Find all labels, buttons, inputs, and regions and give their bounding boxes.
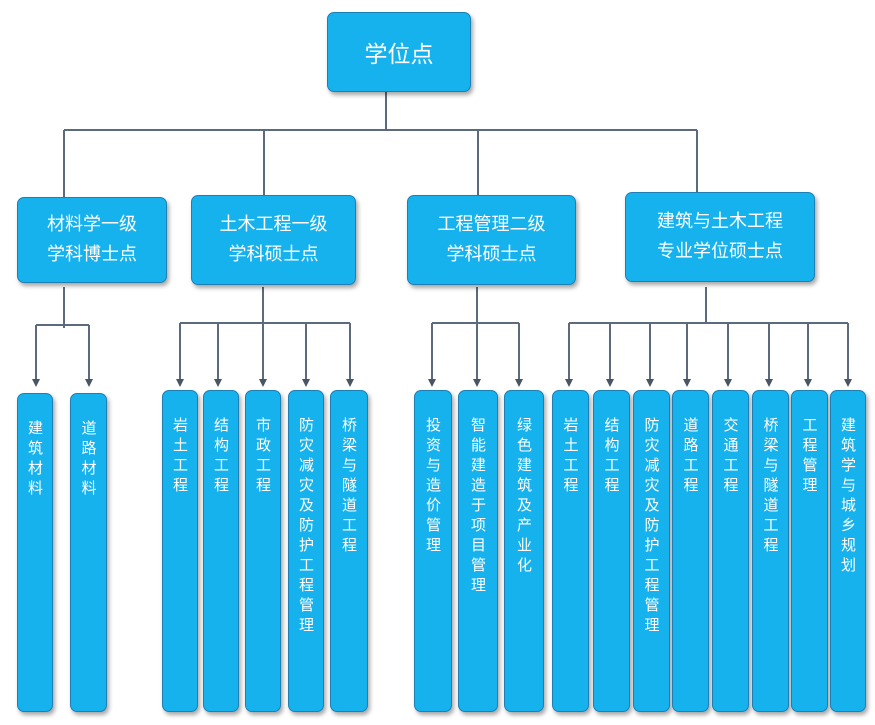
leaf-node: 投资与造价管理 bbox=[414, 390, 452, 712]
leaf-label: 防灾减灾及防护工程管理 bbox=[642, 417, 661, 637]
category-node-materials-phd: 材料学一级 学科博士点 bbox=[17, 197, 167, 283]
leaf-node: 交通工程 bbox=[712, 390, 749, 712]
leaf-label: 岩土工程 bbox=[561, 417, 580, 497]
leaf-label: 绿色建筑及产业化 bbox=[515, 417, 533, 577]
leaf-node: 市政工程 bbox=[245, 390, 281, 712]
leaf-label: 道路材料 bbox=[79, 420, 98, 500]
leaf-label: 市政工程 bbox=[254, 417, 272, 497]
leaf-node: 建筑学与城乡规划 bbox=[830, 390, 866, 712]
leaf-node: 防灾减灾及防护工程管理 bbox=[288, 390, 324, 712]
leaf-node: 岩土工程 bbox=[552, 390, 589, 712]
root-label: 学位点 bbox=[364, 42, 434, 68]
leaf-node: 防灾减灾及防护工程管理 bbox=[633, 390, 670, 712]
leaf-label: 桥梁与隧道工程 bbox=[761, 417, 780, 557]
root-node: 学位点 bbox=[327, 12, 471, 92]
leaf-node: 桥梁与隧道工程 bbox=[752, 390, 789, 712]
leaf-node: 岩土工程 bbox=[162, 390, 198, 712]
category-node-professional-masters: 建筑与土木工程 专业学位硕士点 bbox=[625, 192, 815, 282]
leaf-label: 结构工程 bbox=[602, 417, 621, 497]
leaf-node: 结构工程 bbox=[593, 390, 630, 712]
leaf-node: 建筑材料 bbox=[17, 393, 53, 712]
leaf-node: 工程管理 bbox=[791, 390, 828, 712]
category-node-management-masters: 工程管理二级 学科硕士点 bbox=[407, 195, 576, 285]
leaf-node: 道路工程 bbox=[672, 390, 709, 712]
leaf-node: 绿色建筑及产业化 bbox=[504, 390, 544, 712]
leaf-label: 建筑材料 bbox=[26, 420, 44, 500]
leaf-label: 建筑学与城乡规划 bbox=[839, 417, 857, 577]
leaf-label: 道路工程 bbox=[681, 417, 700, 497]
category-label: 工程管理二级 学科硕士点 bbox=[437, 214, 546, 265]
leaf-label: 桥梁与隧道工程 bbox=[340, 417, 358, 557]
leaf-node: 结构工程 bbox=[203, 390, 239, 712]
category-node-civil-masters: 土木工程一级 学科硕士点 bbox=[191, 195, 356, 285]
leaf-label: 工程管理 bbox=[800, 417, 819, 497]
leaf-label: 交通工程 bbox=[721, 417, 740, 497]
category-label: 土木工程一级 学科硕士点 bbox=[219, 214, 328, 265]
category-label: 材料学一级 学科博士点 bbox=[47, 214, 137, 265]
leaf-label: 智能建造于项目管理 bbox=[469, 417, 487, 597]
leaf-node: 桥梁与隧道工程 bbox=[330, 390, 368, 712]
leaf-node: 智能建造于项目管理 bbox=[458, 390, 498, 712]
leaf-label: 结构工程 bbox=[212, 417, 230, 497]
leaf-label: 投资与造价管理 bbox=[424, 417, 442, 557]
leaf-node: 道路材料 bbox=[70, 393, 107, 712]
leaf-label: 岩土工程 bbox=[171, 417, 189, 497]
leaf-label: 防灾减灾及防护工程管理 bbox=[297, 417, 315, 637]
category-label: 建筑与土木工程 专业学位硕士点 bbox=[657, 211, 783, 262]
